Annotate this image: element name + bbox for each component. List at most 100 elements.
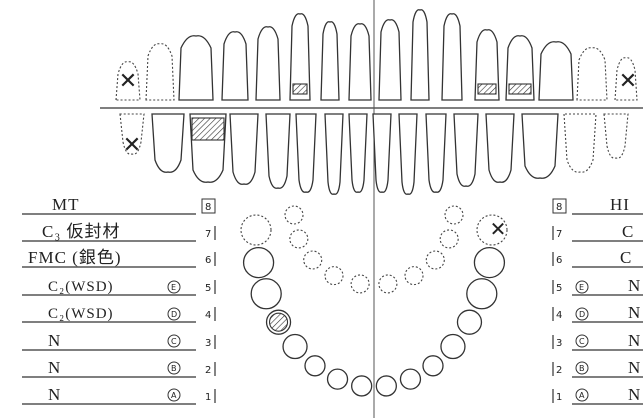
left-row-number-7: 7 <box>205 229 211 240</box>
right-header-label: HI <box>610 195 630 214</box>
lower-tooth <box>399 114 417 194</box>
right-row-label-3: N <box>628 331 641 350</box>
upper-tooth <box>179 36 213 100</box>
right-row-deciduous-A: A <box>579 391 585 400</box>
right-row-label-1: N <box>628 385 641 404</box>
upper-tooth <box>577 48 607 100</box>
left-row-label-5: C₂(WSD) <box>48 279 114 295</box>
right-row-deciduous-E: E <box>579 283 584 292</box>
upper-filling <box>509 84 531 94</box>
right-row-deciduous-C: C <box>579 337 585 346</box>
right-row-label-7: C <box>622 222 634 241</box>
left-row-deciduous-D: D <box>171 310 177 319</box>
occlusal-tooth <box>244 248 274 278</box>
missing-mark-lower-left: ✕ <box>123 132 141 157</box>
left-row-number-6: 6 <box>205 255 211 266</box>
lower-tooth <box>486 114 514 182</box>
left-row-label-4: C₂(WSD) <box>48 306 114 322</box>
upper-tooth <box>349 24 371 100</box>
upper-tooth <box>321 22 339 100</box>
right-header-number: 8 <box>556 202 562 213</box>
right-row-number-3: 3 <box>556 338 562 349</box>
left-row-deciduous-B: B <box>171 364 177 373</box>
left-legend-panel: MT 8 C₃ 仮封材 7 FMC (銀色) 6 C₂(WSD) E 5 C₂(… <box>22 195 215 404</box>
left-row-deciduous-A: A <box>171 391 177 400</box>
left-row-number-2: 2 <box>205 365 211 376</box>
left-row-number-1: 1 <box>205 392 211 403</box>
lower-tooth <box>266 114 290 188</box>
lower-tooth <box>454 114 478 186</box>
upper-tooth <box>442 14 462 100</box>
upper-tooth <box>146 44 174 100</box>
missing-mark-upper-left: ✕ <box>119 68 137 93</box>
occlusal-deciduous-tooth <box>445 206 463 224</box>
left-row-deciduous-C: C <box>171 337 177 346</box>
left-row-deciduous-E: E <box>171 283 176 292</box>
lower-filling <box>192 118 224 140</box>
occlusal-deciduous-tooth <box>285 206 303 224</box>
occlusal-deciduous-tooth <box>379 275 397 293</box>
lower-tooth <box>522 114 558 178</box>
occlusal-tooth <box>352 376 372 396</box>
right-row-label-2: N <box>628 358 641 377</box>
occlusal-tooth <box>400 369 420 389</box>
occlusal-tooth <box>441 335 465 359</box>
right-row-number-4: 4 <box>556 310 562 321</box>
left-header-number: 8 <box>205 202 211 213</box>
right-row-number-7: 7 <box>556 229 562 240</box>
missing-mark-occlusal: ✕ <box>490 219 507 241</box>
lower-tooth <box>564 114 596 172</box>
occlusal-deciduous-tooth <box>351 275 369 293</box>
upper-filling <box>478 84 496 94</box>
occlusal-tooth <box>305 356 325 376</box>
upper-dental-arch <box>116 10 637 100</box>
right-row-label-6: C <box>620 248 632 267</box>
left-row-label-1: N <box>48 385 61 404</box>
right-row-label-5: N <box>628 276 641 295</box>
lower-tooth <box>152 114 184 172</box>
left-row-number-5: 5 <box>205 283 211 294</box>
occlusal-deciduous-tooth <box>405 267 423 285</box>
right-row-number-6: 6 <box>556 255 562 266</box>
left-row-number-3: 3 <box>205 338 211 349</box>
right-row-deciduous-D: D <box>579 310 585 319</box>
lower-tooth <box>230 114 258 184</box>
left-header-label: MT <box>52 195 80 214</box>
occlusal-deciduous-tooth <box>290 230 308 248</box>
occlusal-deciduous-tooth <box>440 230 458 248</box>
occlusal-filling <box>270 313 288 331</box>
upper-tooth <box>379 20 401 100</box>
occlusal-tooth <box>474 248 504 278</box>
upper-tooth <box>539 42 573 100</box>
left-row-number-4: 4 <box>205 310 211 321</box>
lower-tooth <box>426 114 446 192</box>
lower-tooth <box>349 114 367 192</box>
left-row-label-2: N <box>48 358 61 377</box>
left-row-label-7: C₃ 仮封材 <box>42 222 121 241</box>
lower-tooth <box>296 114 316 192</box>
occlusal-tooth <box>423 356 443 376</box>
occlusal-deciduous-tooth <box>426 251 444 269</box>
right-row-number-5: 5 <box>556 283 562 294</box>
lower-tooth <box>373 114 391 192</box>
occlusal-tooth <box>241 215 271 245</box>
upper-tooth <box>411 10 429 100</box>
occlusal-tooth <box>467 279 497 309</box>
upper-tooth <box>256 27 280 100</box>
upper-filling <box>293 84 307 94</box>
right-row-number-1: 1 <box>556 392 562 403</box>
lower-tooth <box>325 114 343 194</box>
occlusal-tooth <box>328 369 348 389</box>
left-row-label-6: FMC (銀色) <box>28 248 121 267</box>
right-row-number-2: 2 <box>556 365 562 376</box>
missing-mark-upper-right: ✕ <box>619 68 637 93</box>
occlusal-deciduous-tooth <box>325 267 343 285</box>
occlusal-tooth <box>457 310 481 334</box>
right-row-deciduous-B: B <box>579 364 585 373</box>
occlusal-tooth <box>283 335 307 359</box>
occlusal-deciduous-tooth <box>304 251 322 269</box>
right-legend-panel: 8 HI 7 C 6 C 5 E N 4 D N 3 C N 2 B N <box>553 195 643 404</box>
left-row-label-3: N <box>48 331 61 350</box>
occlusal-tooth <box>376 376 396 396</box>
